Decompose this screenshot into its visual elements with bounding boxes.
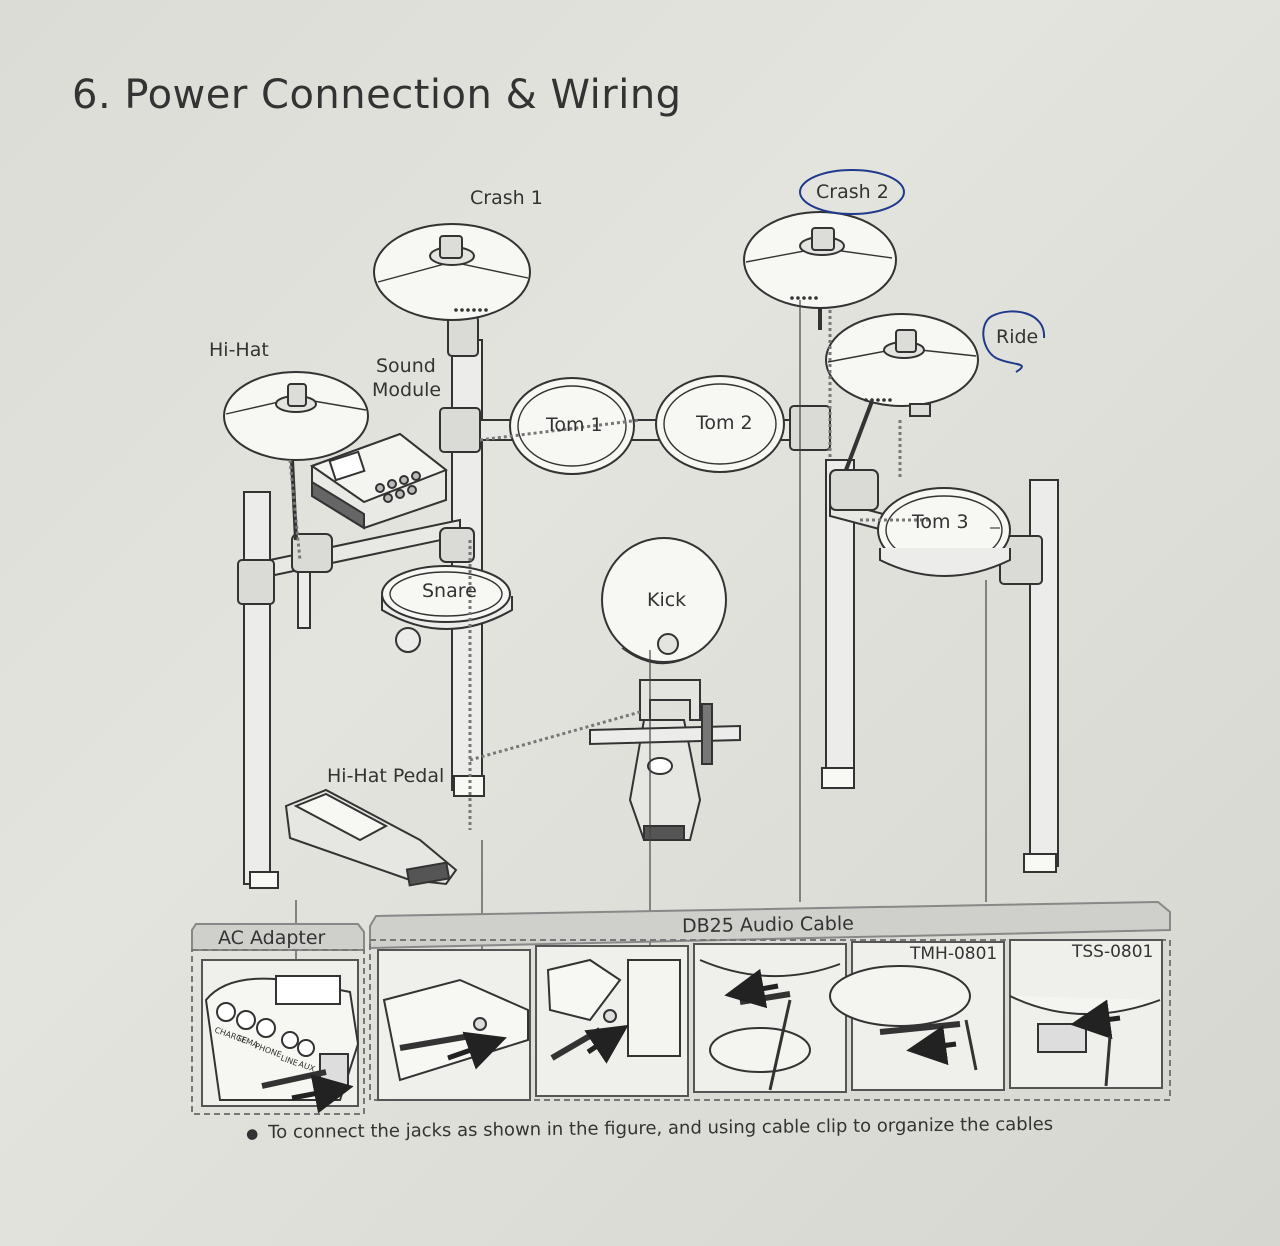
label-hihat-pedal: Hi-Hat Pedal bbox=[327, 765, 444, 787]
ride-cymbal bbox=[825, 313, 979, 417]
label-crash2: Crash 2 bbox=[816, 181, 889, 203]
rack-post-left-front bbox=[243, 491, 271, 885]
label-hihat: Hi-Hat bbox=[209, 339, 269, 361]
label-snare: Snare bbox=[422, 580, 477, 602]
sound-module bbox=[309, 432, 448, 530]
crash2-cymbal bbox=[743, 211, 897, 309]
panel-header-ac-adapter: AC Adapter bbox=[218, 927, 326, 949]
label-tom1: Tom 1 bbox=[545, 414, 603, 436]
label-tmh-model: TMH-0801 bbox=[909, 944, 997, 964]
label-tom2: Tom 2 bbox=[695, 412, 753, 434]
label-kick: Kick bbox=[647, 589, 686, 611]
label-tom3: Tom 3 bbox=[911, 511, 969, 533]
tom1-pad bbox=[509, 377, 635, 475]
bullet-icon: ● bbox=[245, 1126, 259, 1143]
ac-adapter-panel bbox=[191, 923, 365, 1115]
label-ride: Ride bbox=[996, 326, 1038, 348]
clamp-left bbox=[237, 559, 275, 605]
hihat-pedal bbox=[284, 788, 458, 887]
crash1-cymbal bbox=[373, 223, 531, 321]
label-sound-module-line2: Module bbox=[372, 379, 441, 401]
kick-pad bbox=[589, 537, 741, 841]
kick-pedal bbox=[628, 719, 702, 841]
label-sound-module-line1: Sound bbox=[376, 355, 436, 377]
label-tss-model: TSS-0801 bbox=[1071, 942, 1153, 962]
label-crash1: Crash 1 bbox=[470, 187, 543, 209]
hihat-cymbal bbox=[223, 371, 369, 461]
pen-circle-crash2 bbox=[799, 169, 905, 215]
pen-circle-ride bbox=[982, 310, 1046, 373]
snare-pad bbox=[381, 565, 513, 653]
db25-cable-panel bbox=[369, 900, 1171, 1101]
tom3-pad bbox=[877, 487, 1011, 577]
page-title: 6. Power Connection & Wiring bbox=[72, 72, 682, 118]
panel-header-db25: DB25 Audio Cable bbox=[682, 913, 854, 938]
detail-tom-jack bbox=[693, 943, 847, 1093]
tom2-pad bbox=[655, 375, 785, 473]
